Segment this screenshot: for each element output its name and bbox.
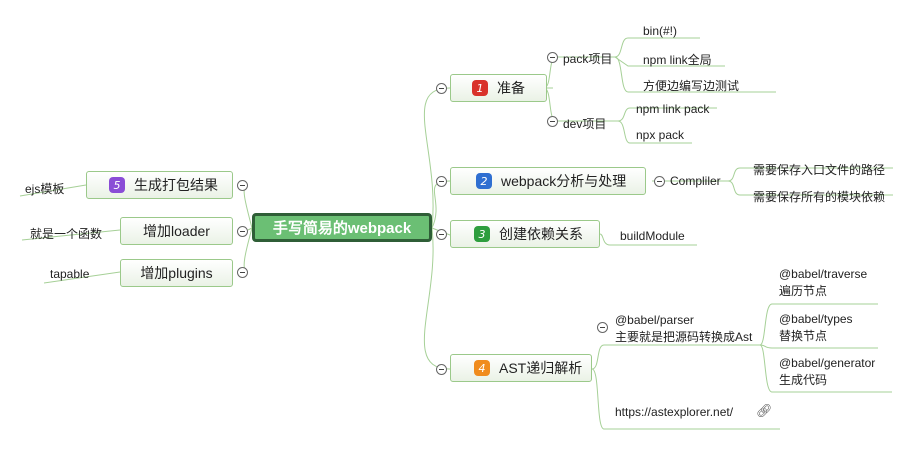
loader-desc-label: 就是一个函数 <box>30 227 103 241</box>
collapse-toggle-loader[interactable] <box>237 226 248 237</box>
tapable-label: tapable <box>50 267 90 281</box>
build-module-label: buildModule <box>620 229 685 243</box>
branch-ast[interactable]: 4 AST递归解析 <box>450 354 592 382</box>
babel-parser-desc: 主要就是把源码转换成Ast <box>615 330 753 344</box>
babel-parser-node: @babel/parser 主要就是把源码转换成Ast <box>615 312 752 346</box>
branch-analyze[interactable]: 2 webpack分析与处理 <box>450 167 646 195</box>
pack-project-label: pack项目 <box>563 52 613 66</box>
dev-item-npm-link-pack: npm link pack <box>636 102 710 116</box>
branch-ast-label: AST递归解析 <box>499 360 583 376</box>
babel-generator-node: @babel/generator 生成代码 <box>779 355 875 389</box>
branch-plugins-label: 增加plugins <box>140 265 213 281</box>
number-badge-5: 5 <box>109 177 125 193</box>
dev-project-label: dev项目 <box>563 117 607 131</box>
branch-deps[interactable]: 3 创建依赖关系 <box>450 220 600 248</box>
root-node[interactable]: 手写简易的webpack <box>252 213 432 242</box>
collapse-toggle-analyze[interactable] <box>436 176 447 187</box>
pack-item-npm-link: npm link全局 <box>643 53 712 67</box>
number-badge-1: 1 <box>472 80 488 96</box>
branch-prepare[interactable]: 1 准备 <box>450 74 547 102</box>
collapse-toggle-compiler[interactable] <box>654 176 665 187</box>
number-badge-4: 4 <box>474 360 490 376</box>
babel-types-name: @babel/types <box>779 312 853 326</box>
dev-item-npx-pack: npx pack <box>636 128 685 142</box>
collapse-toggle-dev[interactable] <box>547 116 558 127</box>
babel-generator-name: @babel/generator <box>779 356 876 370</box>
babel-types-node: @babel/types 替换节点 <box>779 311 853 345</box>
collapse-toggle-deps[interactable] <box>436 229 447 240</box>
collapse-toggle-ast[interactable] <box>436 364 447 375</box>
number-badge-3: 3 <box>474 226 490 242</box>
pack-item-bin: bin(#!) <box>643 24 678 38</box>
astexplorer-link[interactable]: https://astexplorer.net/ <box>615 405 734 419</box>
babel-parser-name: @babel/parser <box>615 313 694 327</box>
babel-traverse-desc: 遍历节点 <box>779 284 828 298</box>
link-icon[interactable]: 🔗︎ <box>756 403 773 418</box>
babel-traverse-name: @babel/traverse <box>779 267 868 281</box>
branch-prepare-label: 准备 <box>497 80 525 96</box>
babel-types-desc: 替换节点 <box>779 329 828 343</box>
babel-traverse-node: @babel/traverse 遍历节点 <box>779 266 867 300</box>
branch-loader-label: 增加loader <box>143 223 210 239</box>
branch-plugins[interactable]: 增加plugins <box>120 259 233 287</box>
compiler-label: Compliler <box>670 174 721 188</box>
collapse-toggle-pack[interactable] <box>547 52 558 63</box>
babel-generator-desc: 生成代码 <box>779 373 828 387</box>
compiler-item-entry-path: 需要保存入口文件的路径 <box>753 163 886 177</box>
branch-analyze-label: webpack分析与处理 <box>501 173 627 189</box>
ejs-template-label: ejs模板 <box>25 182 65 196</box>
collapse-toggle-parser[interactable] <box>597 322 608 333</box>
collapse-toggle-plugins[interactable] <box>237 267 248 278</box>
branch-result-label: 生成打包结果 <box>134 177 218 193</box>
number-badge-2: 2 <box>476 173 492 189</box>
pack-item-test: 方便边编写边测试 <box>643 79 740 93</box>
collapse-toggle-prepare[interactable] <box>436 83 447 94</box>
compiler-item-deps: 需要保存所有的模块依赖 <box>753 190 886 204</box>
collapse-toggle-result[interactable] <box>237 180 248 191</box>
root-label: 手写简易的webpack <box>272 220 412 237</box>
branch-deps-label: 创建依赖关系 <box>499 226 583 242</box>
branch-loader[interactable]: 增加loader <box>120 217 233 245</box>
branch-result[interactable]: 5 生成打包结果 <box>86 171 233 199</box>
